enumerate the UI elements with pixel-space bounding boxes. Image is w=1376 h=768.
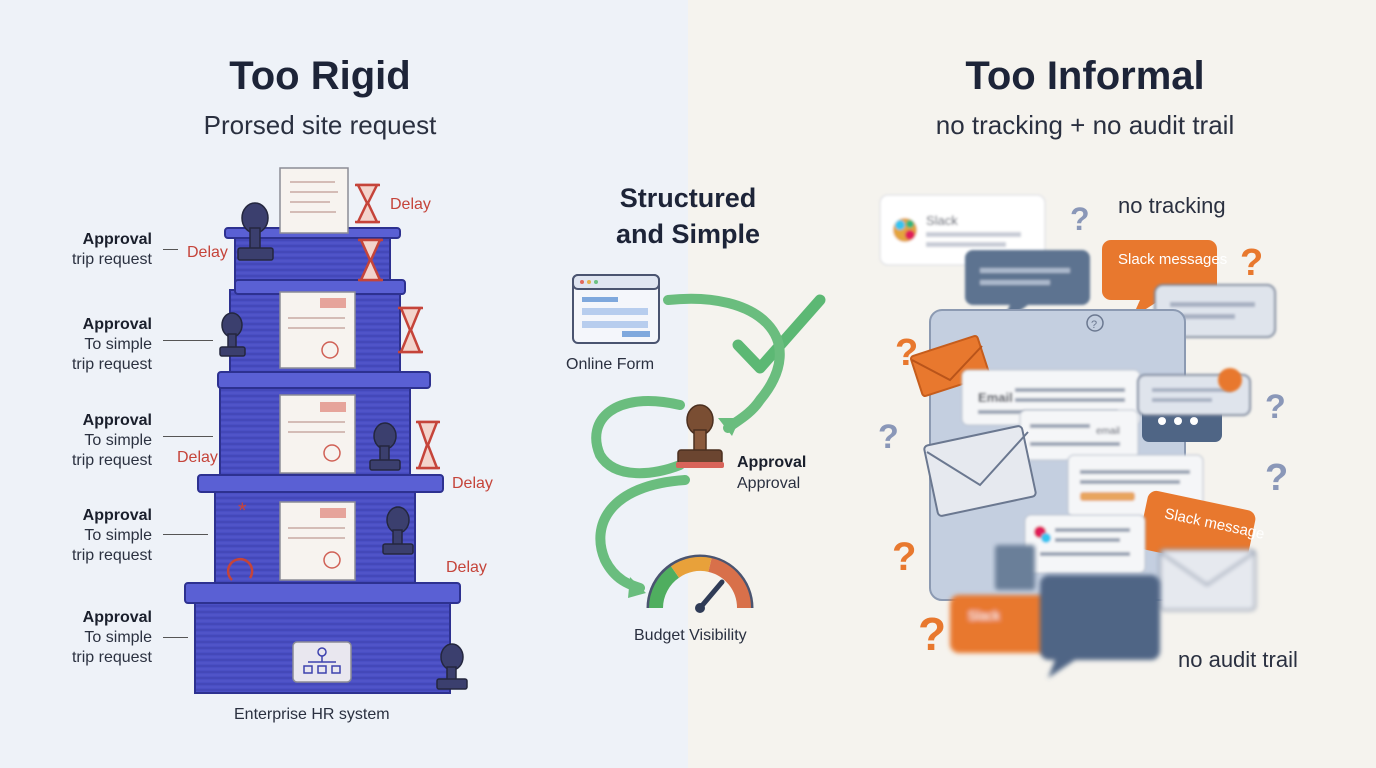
question-mark-icon: ? [1265, 388, 1286, 426]
approval-stamp-icon [676, 404, 724, 468]
slack-card-title: Slack [926, 213, 958, 228]
middle-title: Structured and Simple [615, 183, 761, 249]
no-tracking-note: no tracking [1118, 193, 1226, 218]
stamp-icon [219, 312, 246, 357]
email-card-label: Email [978, 390, 1013, 405]
online-form-caption: Online Form [566, 356, 655, 373]
hourglass-icon [398, 306, 423, 354]
hourglass-icon [416, 420, 440, 470]
notification-dot [1218, 368, 1242, 392]
hr-system-icon [292, 641, 352, 683]
approval-stack-illustration: * [184, 167, 468, 694]
delay-label: Delay [177, 449, 218, 466]
envelope-icon [923, 425, 1037, 517]
hourglass-icon [358, 238, 383, 282]
simple-flow-diagram [572, 274, 826, 613]
checkmark-icon [732, 294, 826, 374]
avatar-card [995, 545, 1035, 590]
stamp-icon [237, 202, 274, 261]
delay-label: Delay [452, 475, 493, 492]
email-card: email [1019, 409, 1139, 461]
budget-gauge-icon [646, 554, 754, 613]
right-subtitle: no tracking + no audit trail [935, 110, 1235, 140]
stamp-icon [382, 506, 414, 555]
stamp-icon [436, 643, 468, 690]
slack-messages-text: Slack messages [1118, 251, 1227, 268]
approval-caption: Approval Approval [737, 454, 807, 492]
budget-visibility-caption: Budget Visibility [634, 627, 747, 644]
question-mark-icon: ? [878, 418, 899, 456]
delay-label: Delay [446, 559, 487, 576]
right-title: Too Informal [965, 54, 1205, 98]
flow-arrow [663, 293, 785, 433]
leader-line [163, 436, 213, 437]
delay-label: Delay [390, 196, 431, 213]
envelope-icon [1159, 549, 1256, 611]
left-title: Too Rigid [229, 54, 411, 98]
slack-card: Slack [879, 194, 1046, 266]
leader-line [163, 249, 178, 250]
slack-card [1024, 514, 1146, 574]
blurred-slack-text: Slack [968, 608, 1000, 623]
question-mark-icon: ? [1265, 457, 1288, 499]
chat-bubble-blurred [1040, 575, 1160, 678]
refresh-mark-icon [226, 557, 254, 581]
leader-line [163, 340, 213, 341]
hourglass-icon [355, 183, 380, 224]
question-mark-icon: ? [918, 608, 946, 660]
flow-arrow [595, 475, 690, 593]
delay-label: Delay [187, 244, 228, 261]
email-small-label: email [1096, 426, 1120, 437]
chaotic-messages-illustration: Slack Slack messages ? Email email [878, 194, 1288, 678]
document-tier-4 [279, 501, 356, 581]
question-mark-icon: ? [1240, 242, 1263, 284]
online-form-icon [572, 274, 660, 344]
document-top [279, 167, 349, 234]
question-mark-icon: ? [895, 332, 918, 374]
question-mark-icon: ? [1070, 201, 1090, 237]
no-audit-trail-note: no audit trail [1178, 647, 1298, 672]
document-tier-3 [279, 394, 356, 474]
svg-text:?: ? [1091, 319, 1097, 331]
document-tier-2 [279, 291, 356, 369]
star-mark-icon: * [238, 498, 247, 523]
left-subtitle: Prorsed site request [203, 110, 437, 140]
stamp-icon [369, 422, 401, 471]
flow-loop [591, 396, 685, 479]
question-marks: ? ? ? ? ? ? ? ? [878, 201, 1288, 660]
leader-line [163, 534, 208, 535]
question-mark-icon: ? [892, 535, 916, 579]
leader-line [163, 637, 188, 638]
enterprise-hr-caption: Enterprise HR system [234, 706, 390, 723]
